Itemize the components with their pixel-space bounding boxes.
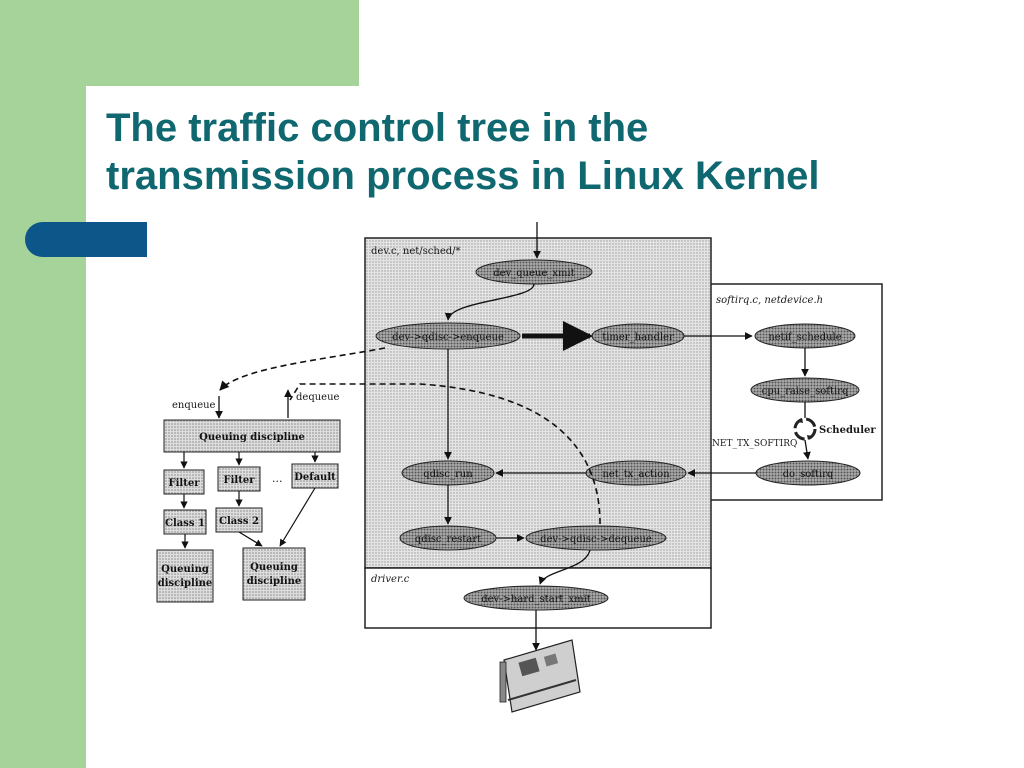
tree-filter2-box: Filter [217,466,261,492]
edge-scheduler-to-dosoftirq [803,439,811,460]
softirq-region-label: softirq.c, netdevice.h [716,295,823,306]
svg-text:dev->qdisc->enqueue: dev->qdisc->enqueue [392,332,504,343]
tree-leaf-qdisc-2: Queuing discipline [242,547,306,601]
tree-class1-box: Class 1 [163,509,207,535]
node-do-softirq: do_softirq [755,460,861,486]
tree-leaf-qdisc-1: Queuing discipline [156,549,214,603]
svg-text:timer_handler: timer_handler [602,332,674,343]
tree-default-box: Default [291,463,339,489]
slide-title: The traffic control tree in the transmis… [106,104,986,200]
dequeue-label: dequeue [296,392,340,403]
svg-text:Filter: Filter [224,475,256,486]
net-tx-softirq-label: NET_TX_SOFTIRQ [712,439,797,449]
enqueue-label: enqueue [172,400,216,411]
edge-dequeue-to-hardxmit [538,549,591,585]
tree-root-box: Queuing discipline [163,419,341,453]
network-card-icon [499,639,581,713]
edge-enqueue-dashed [219,347,386,391]
node-qdisc-run: qdisc_run [401,460,495,486]
node-timer-handler: timer_handler [591,323,685,349]
svg-text:dev->hard_start_xmit: dev->hard_start_xmit [481,594,591,605]
node-netif-schedule: netif_schedule [754,323,856,349]
svg-text:netif_schedule: netif_schedule [768,332,841,343]
slide-title-line1: The traffic control tree in the [106,106,649,150]
node-dev-queue-xmit: dev_queue_xmit [475,259,593,285]
svg-text:Class 2: Class 2 [219,516,259,527]
svg-text:Queuing discipline: Queuing discipline [199,432,305,443]
edge-dequeue-dashed [289,383,601,525]
dev-region-label: dev.c, net/sched/* [371,246,461,257]
tree-ellipsis: ... [272,472,283,485]
node-raise-softirq: cpu_raise_softirq [750,377,860,403]
svg-text:qdisc_run: qdisc_run [423,469,473,480]
node-qdisc-restart: qdisc_restart [399,525,497,551]
driver-region-label: driver.c [371,574,410,585]
tree-class2-box: Class 2 [215,507,263,533]
svg-text:cpu_raise_softirq: cpu_raise_softirq [762,386,849,397]
edge-xmit-to-enqueue [444,283,535,321]
svg-text:dev_queue_xmit: dev_queue_xmit [493,268,574,279]
scheduler-label: Scheduler [819,425,876,436]
svg-text:discipline: discipline [247,576,302,587]
svg-text:qdisc_restart: qdisc_restart [415,534,481,545]
scheduler-icon [793,417,817,441]
svg-text:do_softirq: do_softirq [783,469,834,480]
node-qdisc-dequeue: dev->qdisc->dequeue [525,525,667,551]
svg-text:Class 1: Class 1 [165,518,205,529]
node-hard-start-xmit: dev->hard_start_xmit [463,585,609,611]
slide-title-line2: transmission process in Linux Kernel [106,154,820,198]
svg-text:net_tx_action: net_tx_action [602,469,670,480]
svg-text:discipline: discipline [158,578,213,589]
edge-class2-to-leaf2 [238,531,263,547]
edge-default-to-leaf2 [279,487,316,547]
svg-text:Filter: Filter [169,478,201,489]
svg-text:Queuing: Queuing [161,564,209,575]
svg-text:dev->qdisc->dequeue: dev->qdisc->dequeue [540,534,652,545]
slide-accent-pill [25,222,147,257]
slide-top-band [86,0,359,86]
node-qdisc-enqueue: dev->qdisc->enqueue [375,322,521,350]
node-net-tx-action: net_tx_action [585,460,687,486]
svg-text:Default: Default [294,472,336,483]
tree-filter1-box: Filter [163,469,205,495]
svg-text:Queuing: Queuing [250,562,298,573]
dev-region: dev.c, net/sched/* [364,237,712,569]
slide-left-band [0,0,86,768]
